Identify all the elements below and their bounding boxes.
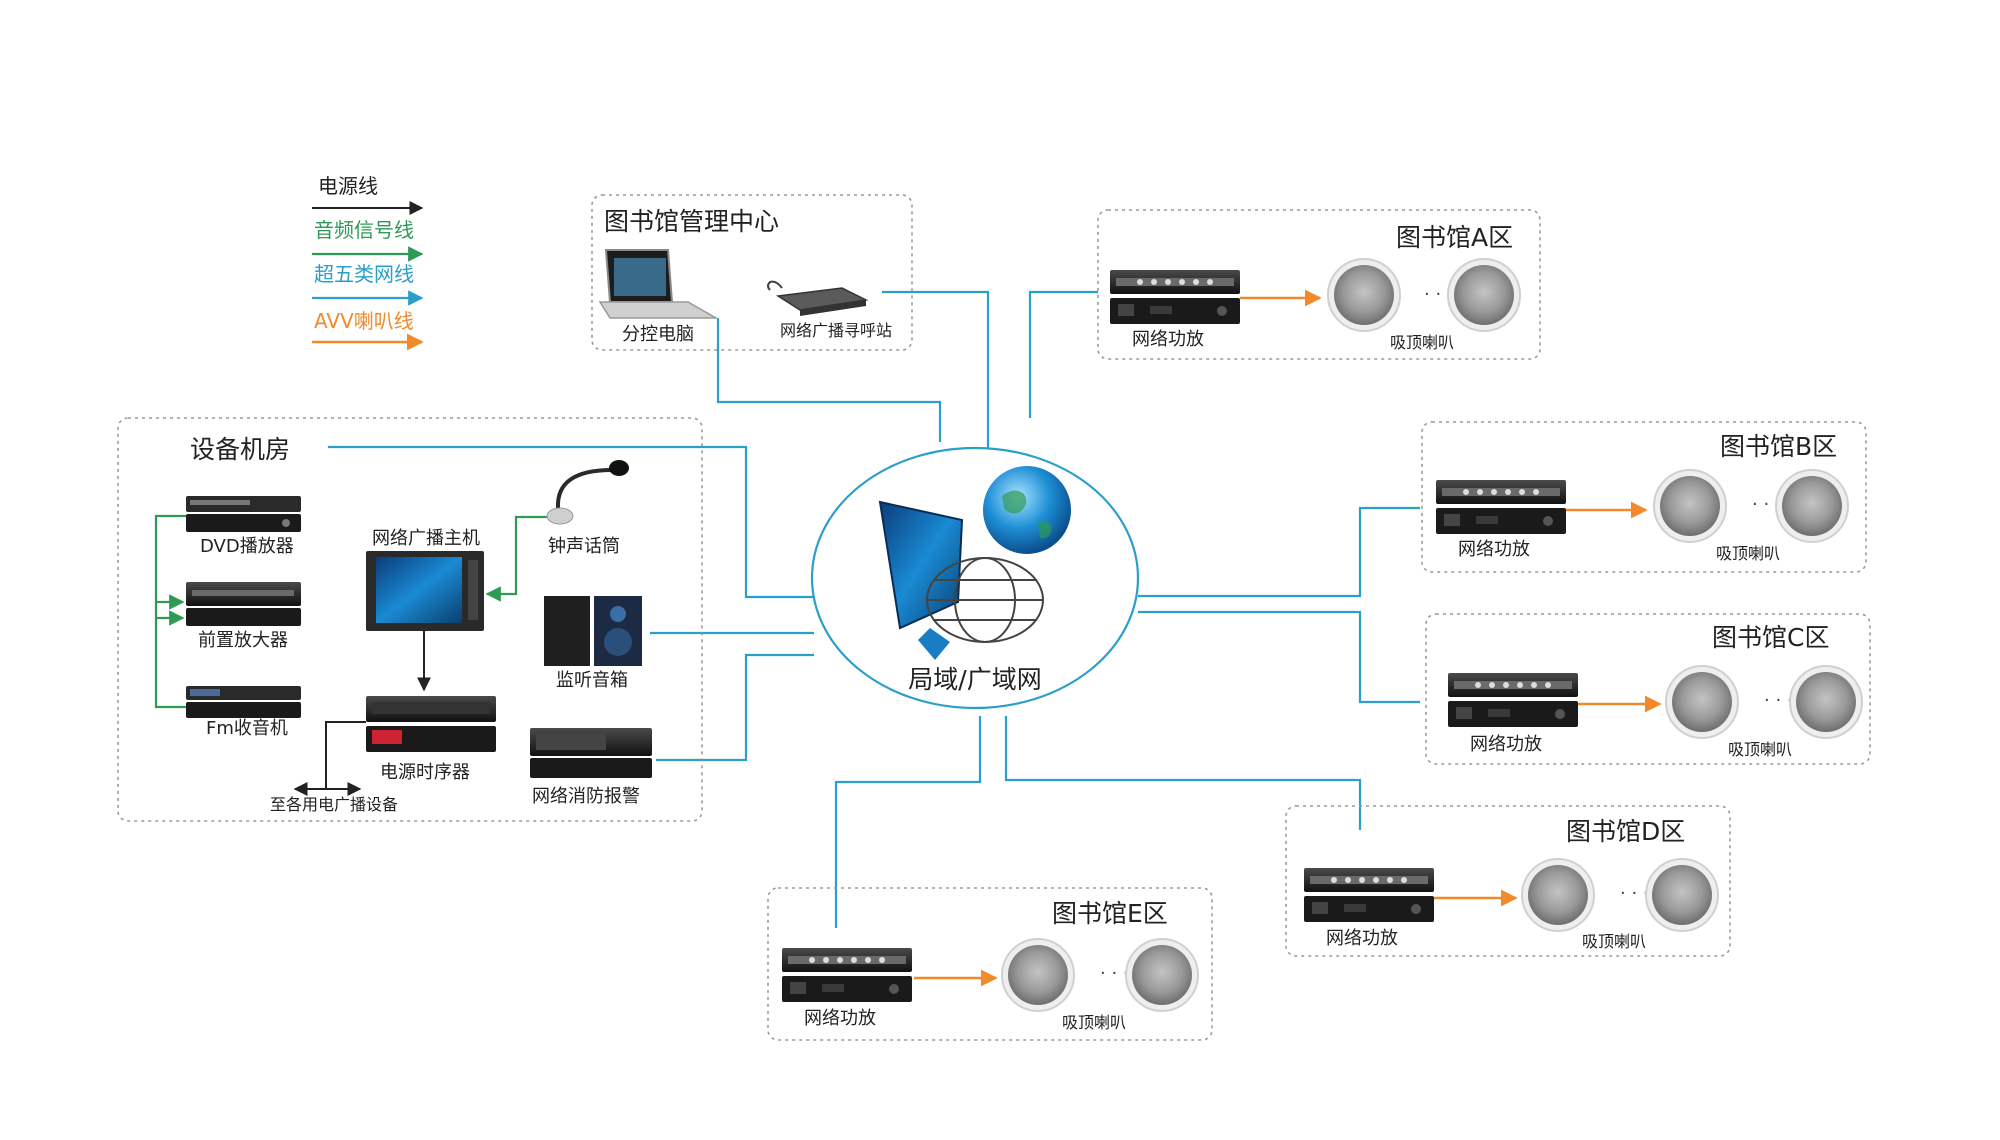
laptop-icon: [598, 249, 719, 319]
legend-network-label: 超五类网线: [314, 262, 414, 286]
mgmt-title: 图书馆管理中心: [604, 207, 779, 236]
zone-a-box: 图书馆A区 网络功放 · · · · 吸顶喇叭: [1097, 209, 1541, 360]
ceiling-speaker-icon: [1653, 469, 1727, 543]
broadcast-host-icon: [366, 551, 484, 631]
mic-label: 钟声话筒: [548, 536, 620, 557]
legend-power-label: 电源线: [318, 174, 378, 198]
zone-b-box: 图书馆B区 网络功放 · · · · 吸顶喇叭: [1421, 421, 1867, 573]
legend-speaker-label: AVV喇叭线: [314, 309, 414, 333]
ceiling-speaker-icon: [1645, 858, 1719, 932]
amplifier-icon: [1436, 480, 1566, 534]
ceiling-speaker-icon: [1775, 469, 1849, 543]
monitor-label: 监听音箱: [556, 670, 628, 691]
backup-label: 至各用电广播设备: [270, 795, 398, 814]
network-center: 局域/广域网: [810, 446, 1140, 710]
fm-radio-icon: [186, 686, 301, 718]
zone-d-box: 图书馆D区 网络功放 · · · · 吸顶喇叭: [1285, 805, 1731, 957]
fire-alarm-icon: [530, 728, 652, 778]
ceiling-speaker-icon: [1789, 665, 1863, 739]
ceiling-speaker-icon: [1447, 258, 1521, 332]
amplifier-icon: [1304, 868, 1434, 922]
zone-b-title: 图书馆B区: [1720, 432, 1837, 461]
dvd-player-icon: [186, 496, 301, 532]
amplifier-icon: [1448, 673, 1578, 727]
ceiling-speaker-icon: [1125, 938, 1199, 1012]
ceiling-speaker-icon: [1665, 665, 1739, 739]
zone-e-title: 图书馆E区: [1052, 899, 1168, 928]
amplifier-icon: [782, 948, 912, 1002]
preamp-icon: [186, 582, 301, 626]
amplifier-icon: [1110, 270, 1240, 324]
zone-a-amp-label: 网络功放: [1132, 329, 1204, 350]
monitor-speaker-icon: [544, 596, 642, 666]
host-label: 网络广播主机: [372, 528, 480, 549]
power-sequencer-icon: [366, 696, 496, 752]
mgmt-station-label: 网络广播寻呼站: [780, 321, 892, 340]
ceiling-speaker-icon: [1521, 858, 1595, 932]
zone-c-speaker-label: 吸顶喇叭: [1728, 740, 1792, 759]
zone-b-speaker-label: 吸顶喇叭: [1716, 544, 1780, 563]
zone-d-amp-label: 网络功放: [1326, 928, 1398, 949]
zone-c-title: 图书馆C区: [1712, 623, 1829, 652]
mgmt-center-box: 图书馆管理中心 分控电脑 网络广播寻呼站: [591, 194, 913, 351]
zone-c-box: 图书馆C区 网络功放 · · · · 吸顶喇叭: [1425, 613, 1871, 765]
sequencer-label: 电源时序器: [380, 762, 470, 783]
dvd-label: DVD播放器: [200, 536, 294, 557]
legend-audio-label: 音频信号线: [314, 218, 414, 242]
zone-d-speaker-label: 吸顶喇叭: [1582, 932, 1646, 951]
center-label: 局域/广域网: [908, 665, 1041, 694]
zone-a-speaker-label: 吸顶喇叭: [1390, 333, 1454, 352]
legend: 电源线 音频信号线 超五类网线 AVV喇叭线: [312, 174, 424, 351]
zone-e-amp-label: 网络功放: [804, 1008, 876, 1029]
paging-station-icon: [767, 280, 869, 316]
zone-d-title: 图书馆D区: [1566, 817, 1685, 846]
preamp-label: 前置放大器: [198, 630, 288, 651]
globe-network-icon: [878, 466, 1071, 660]
fire-label: 网络消防报警: [532, 786, 640, 807]
zone-e-box: 图书馆E区 网络功放 · · · · 吸顶喇叭: [767, 887, 1213, 1041]
zone-b-amp-label: 网络功放: [1458, 539, 1530, 560]
network-lines: [328, 290, 1420, 928]
ceiling-speaker-icon: [1001, 938, 1075, 1012]
zone-a-title: 图书馆A区: [1396, 223, 1513, 252]
room-title: 设备机房: [190, 435, 290, 464]
gooseneck-mic-icon: [546, 460, 629, 525]
zone-c-amp-label: 网络功放: [1470, 734, 1542, 755]
fm-label: Fm收音机: [206, 718, 288, 739]
zone-e-speaker-label: 吸顶喇叭: [1062, 1013, 1126, 1032]
mgmt-pc-label: 分控电脑: [622, 324, 694, 345]
ceiling-speaker-icon: [1327, 258, 1401, 332]
equipment-room-box: 设备机房 DVD播放器 前置放大器 Fm收音机 网络广播主机: [117, 417, 703, 822]
